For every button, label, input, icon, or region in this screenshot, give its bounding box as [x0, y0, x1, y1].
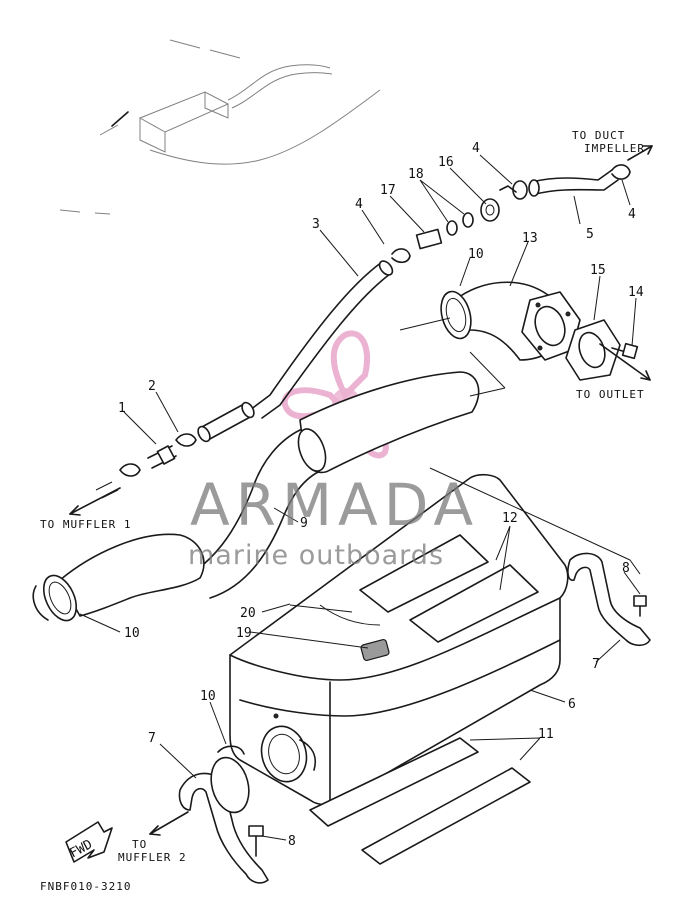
callout-8-right: 8: [622, 561, 630, 576]
direction-captions: TO DUCT IMPELLER TO OUTLET TO MUFFLER 1 …: [40, 129, 645, 893]
callout-14: 14: [628, 285, 644, 300]
part-9-large-hose: [179, 371, 480, 599]
callout-17: 17: [380, 183, 396, 198]
leader-lines: [79, 154, 641, 841]
callout-19: 19: [236, 626, 252, 641]
callout-4a: 4: [355, 197, 363, 212]
part-7-right-strap: [567, 552, 651, 647]
part-10-elbow-hose: [32, 533, 205, 622]
callout-10-top: 10: [468, 247, 484, 262]
callout-11: 11: [538, 727, 554, 742]
callout-6: 6: [568, 697, 576, 712]
caption-muffler-2-line1: TO: [132, 838, 147, 851]
part-8-right-bolt: [633, 595, 647, 617]
callout-20: 20: [240, 606, 256, 621]
callout-9: 9: [300, 516, 308, 531]
caption-duct-impeller-2: IMPELLER: [584, 142, 645, 155]
callout-4b: 4: [472, 141, 480, 156]
callout-10-bottom: 10: [200, 689, 216, 704]
callout-15: 15: [590, 263, 606, 278]
direction-arrows: [69, 111, 653, 836]
part-8-left-bolt: [248, 825, 264, 857]
watermark-brand: ARMADA: [190, 471, 479, 539]
callout-4c: 4: [628, 207, 636, 222]
part-7-left-strap: [178, 745, 269, 884]
part-14-bolt: [611, 342, 639, 360]
fwd-arrow-icon: FWD: [65, 821, 113, 863]
callout-16: 16: [438, 155, 454, 170]
background-engine-sketch: [59, 39, 381, 215]
callout-12: 12: [502, 511, 518, 526]
callout-labels: 1 2 3 4 4 4 5 6 7 7 8 8 9 10 10 10 11 12…: [118, 141, 644, 849]
callout-7-left: 7: [148, 731, 156, 746]
callout-1: 1: [118, 401, 126, 416]
part-6-muffler-box: [229, 467, 641, 806]
caption-muffler-1: TO MUFFLER 1: [40, 518, 131, 531]
caption-outlet: TO OUTLET: [576, 388, 645, 401]
part-1-2-pipe-assembly: [95, 401, 255, 499]
caption-duct-impeller-1: TO DUCT: [572, 129, 625, 142]
caption-muffler-2-line2: MUFFLER 2: [118, 851, 187, 864]
callout-5: 5: [586, 227, 594, 242]
callout-18: 18: [408, 167, 424, 182]
part-11-pads: [309, 737, 531, 865]
callout-7-right: 7: [592, 657, 600, 672]
watermark-tagline: marine outboards: [188, 540, 444, 571]
callout-13: 13: [522, 231, 538, 246]
part-3-hose: [249, 260, 394, 419]
diagram-code: FNBF010-3210: [40, 880, 131, 893]
callout-8-left: 8: [288, 834, 296, 849]
part-15-gasket: [565, 319, 621, 381]
callout-10-left: 10: [124, 626, 140, 641]
callout-2: 2: [148, 379, 156, 394]
upper-fittings: [391, 164, 631, 264]
callout-3: 3: [312, 217, 320, 232]
